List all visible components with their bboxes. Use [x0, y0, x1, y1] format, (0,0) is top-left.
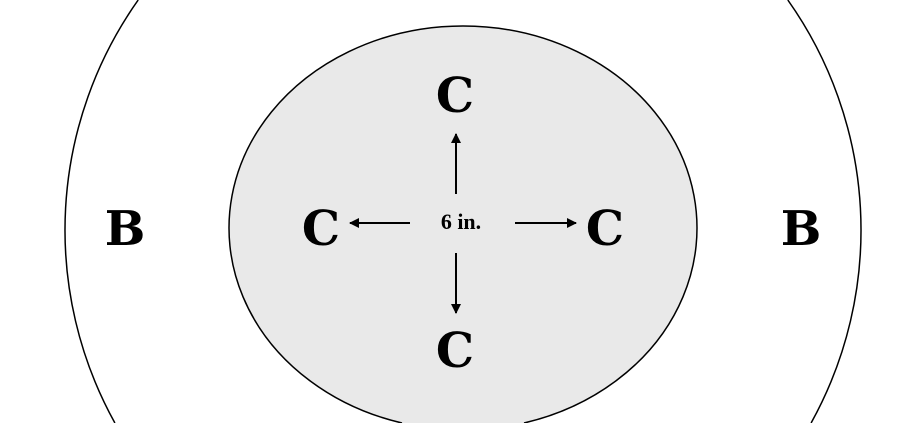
- outer-zone-b-left-arc: [64, 0, 139, 423]
- label-c-right: C: [586, 201, 624, 257]
- label-c-left: C: [302, 201, 340, 257]
- center-distance-label: 6 in.: [441, 209, 481, 234]
- inner-zone-c: [228, 25, 698, 423]
- outer-zone-b-right-arc: [787, 0, 862, 423]
- inner-zone-c-fill: [229, 25, 697, 423]
- label-c-top: C: [436, 68, 474, 124]
- label-b-right: B: [781, 201, 822, 257]
- label-b-left: B: [105, 201, 146, 257]
- label-c-bottom: C: [436, 323, 474, 379]
